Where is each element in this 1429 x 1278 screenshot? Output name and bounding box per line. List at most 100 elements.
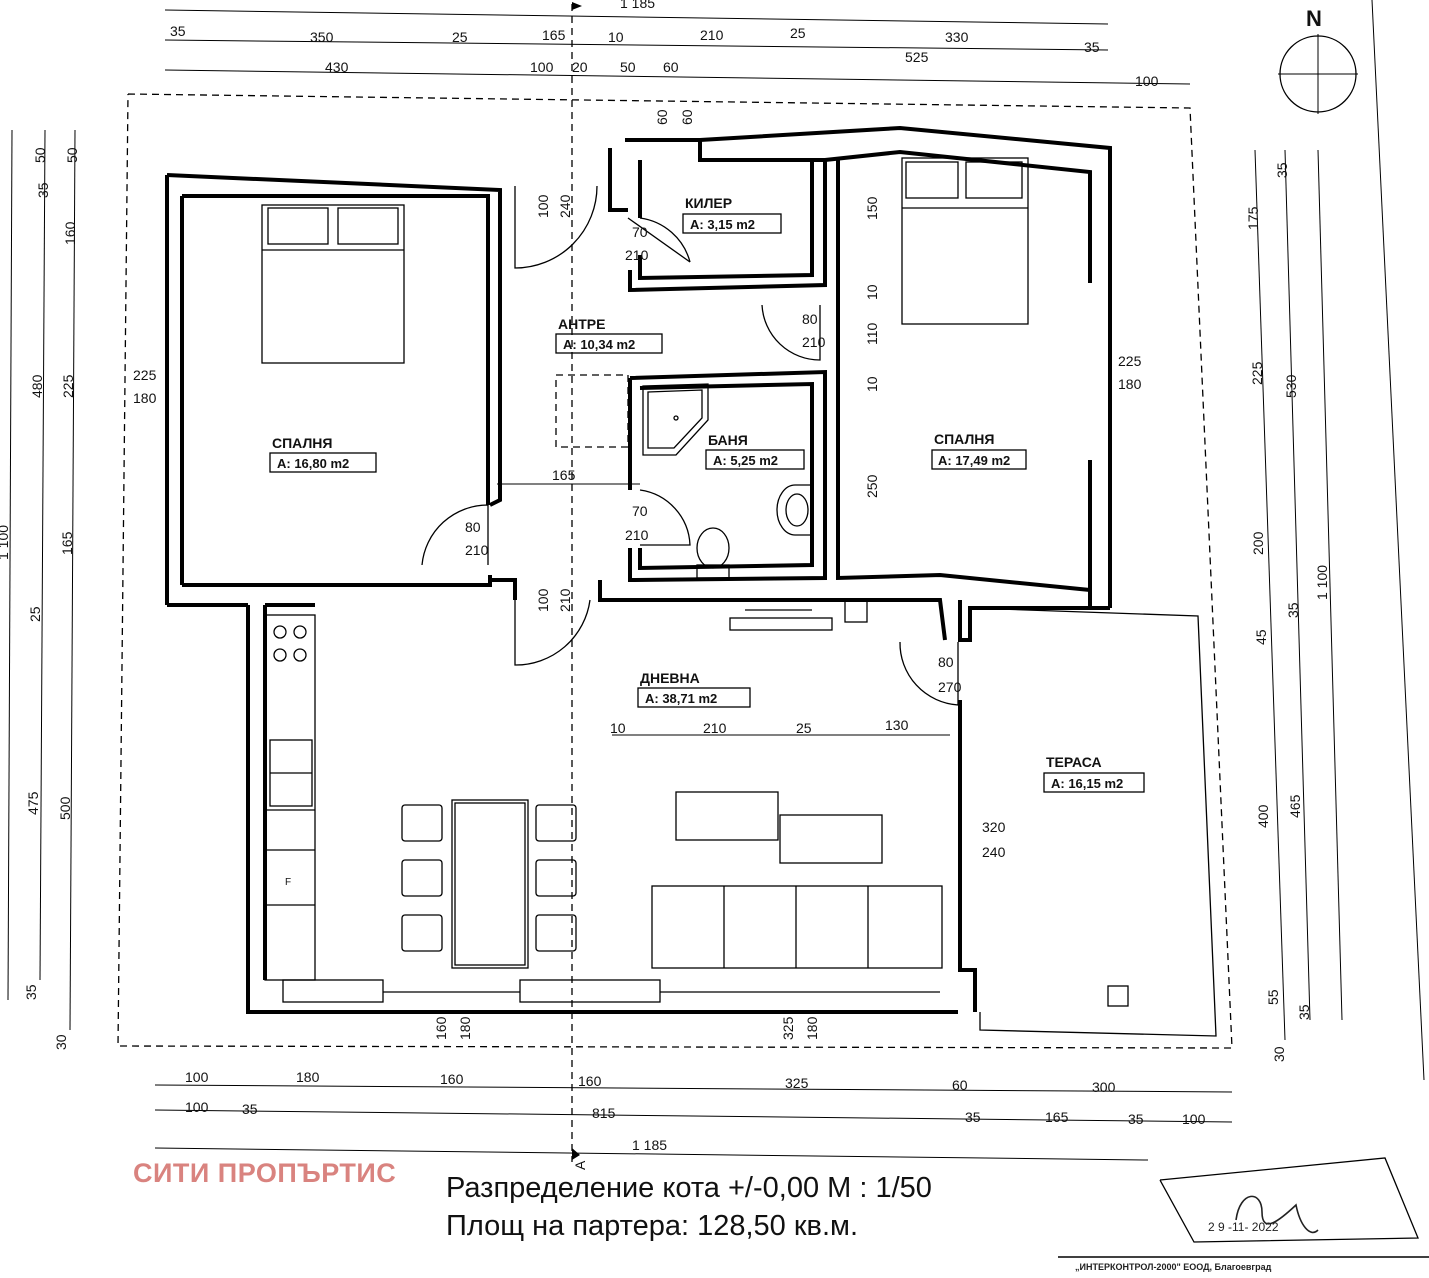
svg-text:СПАЛНЯ: СПАЛНЯ — [272, 435, 332, 451]
dim-right: 35 — [1285, 602, 1301, 618]
tv-stand-icon — [729, 599, 868, 631]
svg-text:А: 5,25 m2: А: 5,25 m2 — [713, 453, 778, 468]
section-marker: A — [572, 1160, 588, 1170]
dim-left: 475 — [25, 791, 41, 815]
shower-icon — [642, 383, 709, 456]
dim-right: 35 — [1274, 162, 1290, 178]
section-arrow-top — [572, 2, 582, 10]
bed-right-icon — [901, 157, 1029, 325]
dim-bottom: 35 — [1128, 1111, 1144, 1127]
coffee-tables-icon — [675, 791, 883, 864]
dim-bottom: 100 — [1182, 1111, 1206, 1127]
dim-right: 45 — [1253, 629, 1269, 645]
dim-left: 225 — [60, 374, 76, 398]
dim-opening: 180 — [804, 1016, 820, 1040]
sofa-icon — [651, 885, 943, 969]
dim-right: 55 — [1265, 989, 1281, 1005]
dim-top: 330 — [945, 29, 969, 45]
dim-opening: 210 — [703, 720, 727, 736]
signature-icon — [1235, 1195, 1319, 1234]
stamp-company: „ИНТЕРКОНТРОЛ-2000" ЕООД, Благоевград — [1075, 1262, 1272, 1272]
dim-opening: 110 — [864, 322, 880, 345]
dim-opening: 10 — [864, 284, 880, 300]
bed-left-icon — [261, 204, 405, 364]
dim-opening: 250 — [864, 474, 880, 498]
dim-opening: 160 — [433, 1016, 449, 1040]
dim-right: 530 — [1283, 374, 1299, 398]
kitchen-counter — [264, 614, 316, 981]
dim-top: 25 — [790, 25, 806, 41]
dim-bottom: 160 — [578, 1073, 602, 1089]
svg-text:ТЕРАСА: ТЕРАСА — [1046, 754, 1102, 770]
dim-top: 35 — [170, 23, 186, 39]
dim-top: 100 — [530, 59, 554, 75]
dim-opening: 180 — [1118, 376, 1142, 392]
dim-left: 25 — [27, 606, 43, 622]
dim-opening: 225 — [1118, 353, 1142, 369]
door-swings — [421, 185, 959, 706]
room-terrace: ТЕРАСА А: 16,15 m2 — [1043, 754, 1145, 793]
svg-text:АНТРЕ: АНТРЕ — [558, 316, 605, 332]
dim-opening: 325 — [780, 1016, 796, 1040]
dim-top: 100 — [1135, 73, 1159, 89]
agency-watermark: СИТИ ПРОПЪРТИС — [133, 1158, 397, 1188]
dim-top: 165 — [542, 27, 566, 43]
dim-opening: 210 — [625, 527, 649, 543]
dim-left: 35 — [23, 984, 39, 1000]
room-bathroom: БАНЯ А: 5,25 m2 — [705, 432, 805, 470]
dim-opening: 240 — [982, 844, 1006, 860]
svg-text:А: 38,71 m2: А: 38,71 m2 — [645, 691, 717, 706]
dining-table-icon — [451, 799, 529, 969]
dim-top: 60 — [654, 109, 670, 125]
sink-icon — [776, 484, 810, 536]
dim-top: 210 — [700, 27, 724, 43]
dim-left: 50 — [64, 147, 80, 163]
dim-opening: 80 — [802, 311, 818, 327]
dim-opening: 70 — [632, 503, 648, 519]
dim-bottom: 60 — [952, 1077, 968, 1093]
dim-bottom-total: 1 185 — [632, 1137, 667, 1153]
dim-top: 350 — [310, 29, 334, 45]
dim-left: 165 — [59, 531, 75, 555]
dimension-lines — [7, 0, 1425, 1161]
svg-text:А: 3,15 m2: А: 3,15 m2 — [690, 217, 755, 232]
dim-right: 200 — [1250, 531, 1266, 555]
dim-opening: 100 — [535, 588, 551, 612]
room-bedroom-left: СПАЛНЯ А: 16,80 m2 — [269, 435, 377, 473]
dim-opening: 240 — [557, 194, 573, 218]
room-hall: АНТРЕ А: 10,34 m2 — [555, 316, 663, 354]
room-storage: КИЛЕР А: 3,15 m2 — [682, 195, 782, 234]
plan-area: Площ на партера: 128,50 кв.м. — [446, 1210, 859, 1242]
dim-left: 1 100 — [0, 525, 11, 560]
dim-opening: 210 — [465, 542, 489, 558]
dim-opening: 180 — [457, 1016, 473, 1040]
dim-opening: 270 — [938, 679, 962, 695]
hallway-niche — [555, 374, 629, 448]
dim-top: 10 — [608, 29, 624, 45]
dim-top: 430 — [325, 59, 349, 75]
dim-top: 35 — [1084, 39, 1100, 55]
dim-opening: 80 — [465, 519, 481, 535]
north-label: N — [1306, 6, 1322, 31]
dim-bottom: 300 — [1092, 1079, 1116, 1095]
dim-top: 50 — [620, 59, 636, 75]
north-compass-icon — [1278, 34, 1358, 114]
dim-opening: 130 — [885, 717, 909, 733]
dim-opening: 100 — [535, 194, 551, 218]
svg-text:А: 16,15 m2: А: 16,15 m2 — [1051, 776, 1123, 791]
stamp-date: 2 9 -11- 2022 — [1208, 1220, 1279, 1234]
site-boundary — [117, 93, 1233, 1049]
dim-opening: 10 — [864, 376, 880, 392]
dim-opening: 25 — [796, 720, 812, 736]
dim-right: 400 — [1255, 804, 1271, 828]
terrace-outline — [969, 607, 1217, 1037]
svg-text:А: 16,80 m2: А: 16,80 m2 — [277, 456, 349, 471]
dim-opening: 150 — [864, 196, 880, 220]
svg-text:А: 17,49 m2: А: 17,49 m2 — [938, 453, 1010, 468]
dim-opening: 210 — [557, 588, 573, 612]
dim-right: 225 — [1249, 361, 1265, 385]
dim-top: 20 — [572, 59, 588, 75]
toilet-icon — [696, 527, 730, 579]
svg-text:А: 10,34 m2: А: 10,34 m2 — [563, 337, 635, 352]
dim-top: 525 — [905, 49, 929, 65]
